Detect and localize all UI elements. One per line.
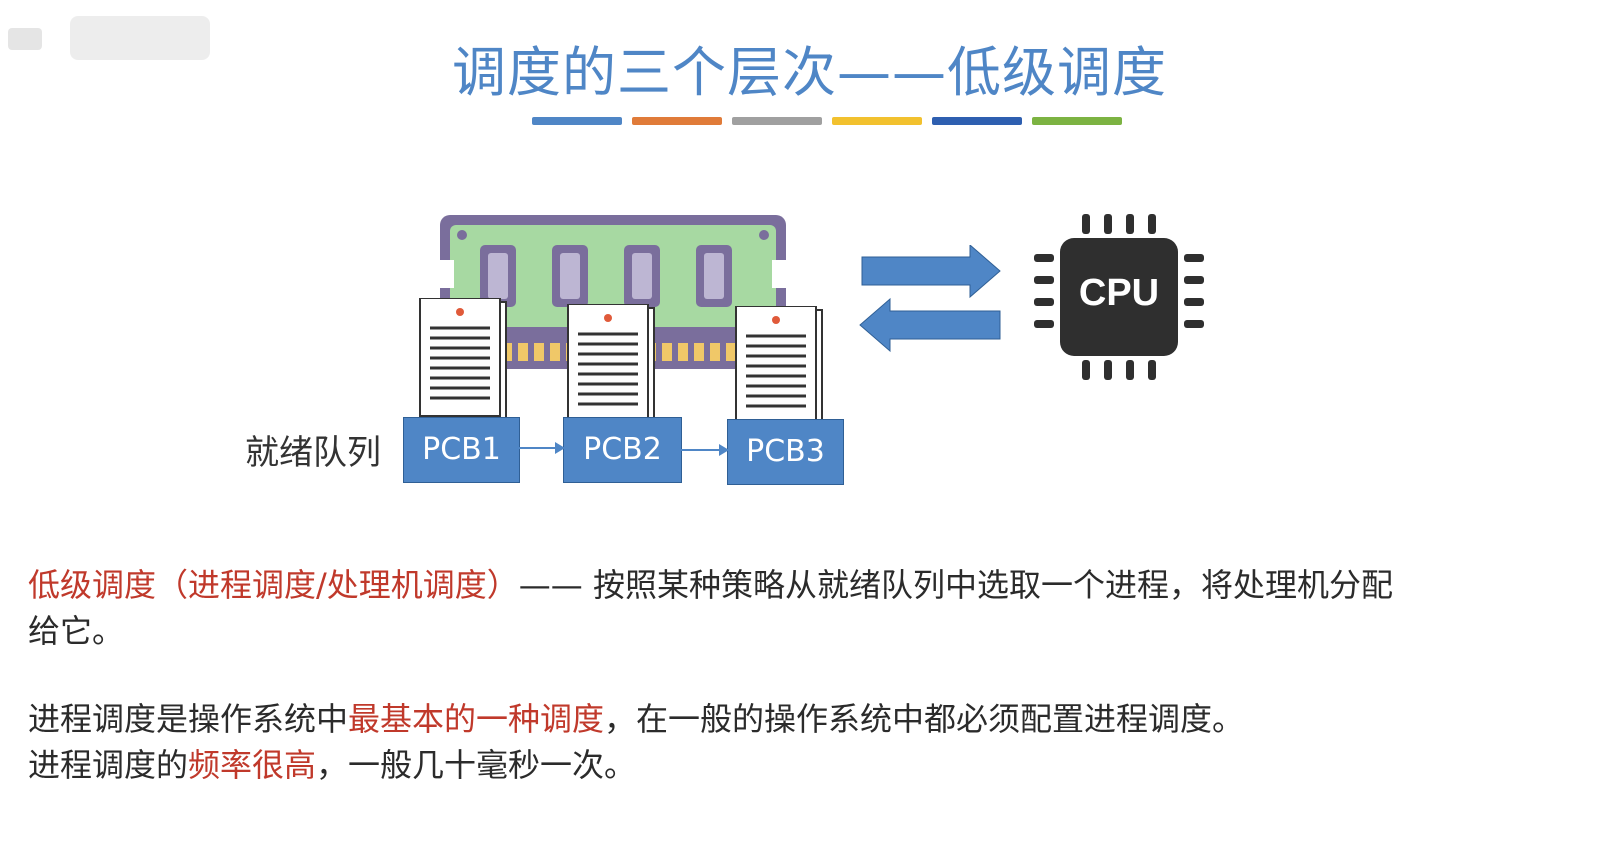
color-bar-segment (932, 117, 1022, 125)
bilibili-watermark-icon (8, 16, 210, 60)
pcb-box-2: PCB2 (563, 417, 682, 483)
explanation-text: 进程调度是操作系统中 (28, 700, 349, 738)
queue-link-arrow-icon (519, 442, 565, 454)
definition-paragraph: 低级调度（进程调度/处理机调度）—— 按照某种策略从就绪队列中选取一个进程，将处… (28, 562, 1393, 654)
cpu-label: CPU (1078, 272, 1160, 314)
pcb-box-3: PCB3 (727, 419, 844, 485)
scheduling-diagram: 就绪队列 PCB1 PCB2 PCB3 (245, 210, 1210, 485)
explanation-text: 进程调度的 (28, 746, 189, 784)
color-bar-segment (632, 117, 722, 125)
highlight-text: 最基本的一种调度 (348, 700, 605, 738)
dispatch-arrows (859, 245, 1001, 353)
color-bar-segment (732, 117, 822, 125)
pcb-box-1: PCB1 (403, 417, 520, 483)
document-icon (735, 306, 823, 429)
explanation-text: ，一般几十毫秒一次。 (316, 746, 637, 784)
document-icon (567, 304, 655, 427)
explanation-line-2: 进程调度的频率很高，一般几十毫秒一次。 (28, 742, 1244, 788)
explanation-text: ，在一般的操作系统中都必须配置进程调度。 (604, 700, 1245, 738)
document-icon (419, 298, 507, 421)
cpu-chip-graphic (1034, 214, 1204, 380)
return-arrow-icon (859, 297, 1001, 353)
definition-line-2: 给它。 (28, 612, 125, 650)
explanation-paragraph: 进程调度是操作系统中最基本的一种调度，在一般的操作系统中都必须配置进程调度。 进… (28, 696, 1244, 788)
queue-link-arrow-icon (681, 444, 729, 456)
page-title: 调度的三个层次——低级调度 (452, 41, 1167, 104)
cpu-chip-icon: CPU (1030, 210, 1210, 390)
definition-term: 低级调度（进程调度/处理机调度） (28, 566, 519, 604)
title-color-bar (532, 117, 1122, 125)
dispatch-arrow-icon (861, 245, 1001, 299)
definition-line-1: 低级调度（进程调度/处理机调度）—— 按照某种策略从就绪队列中选取一个进程，将处… (28, 562, 1393, 608)
color-bar-segment (832, 117, 922, 125)
explanation-line-1: 进程调度是操作系统中最基本的一种调度，在一般的操作系统中都必须配置进程调度。 (28, 696, 1244, 742)
color-bar-segment (1032, 117, 1122, 125)
definition-text: —— 按照某种策略从就绪队列中选取一个进程，将处理机分配 (518, 566, 1393, 604)
color-bar-segment (532, 117, 622, 125)
highlight-text: 频率很高 (188, 746, 317, 784)
ready-queue-label: 就绪队列 (245, 433, 381, 473)
